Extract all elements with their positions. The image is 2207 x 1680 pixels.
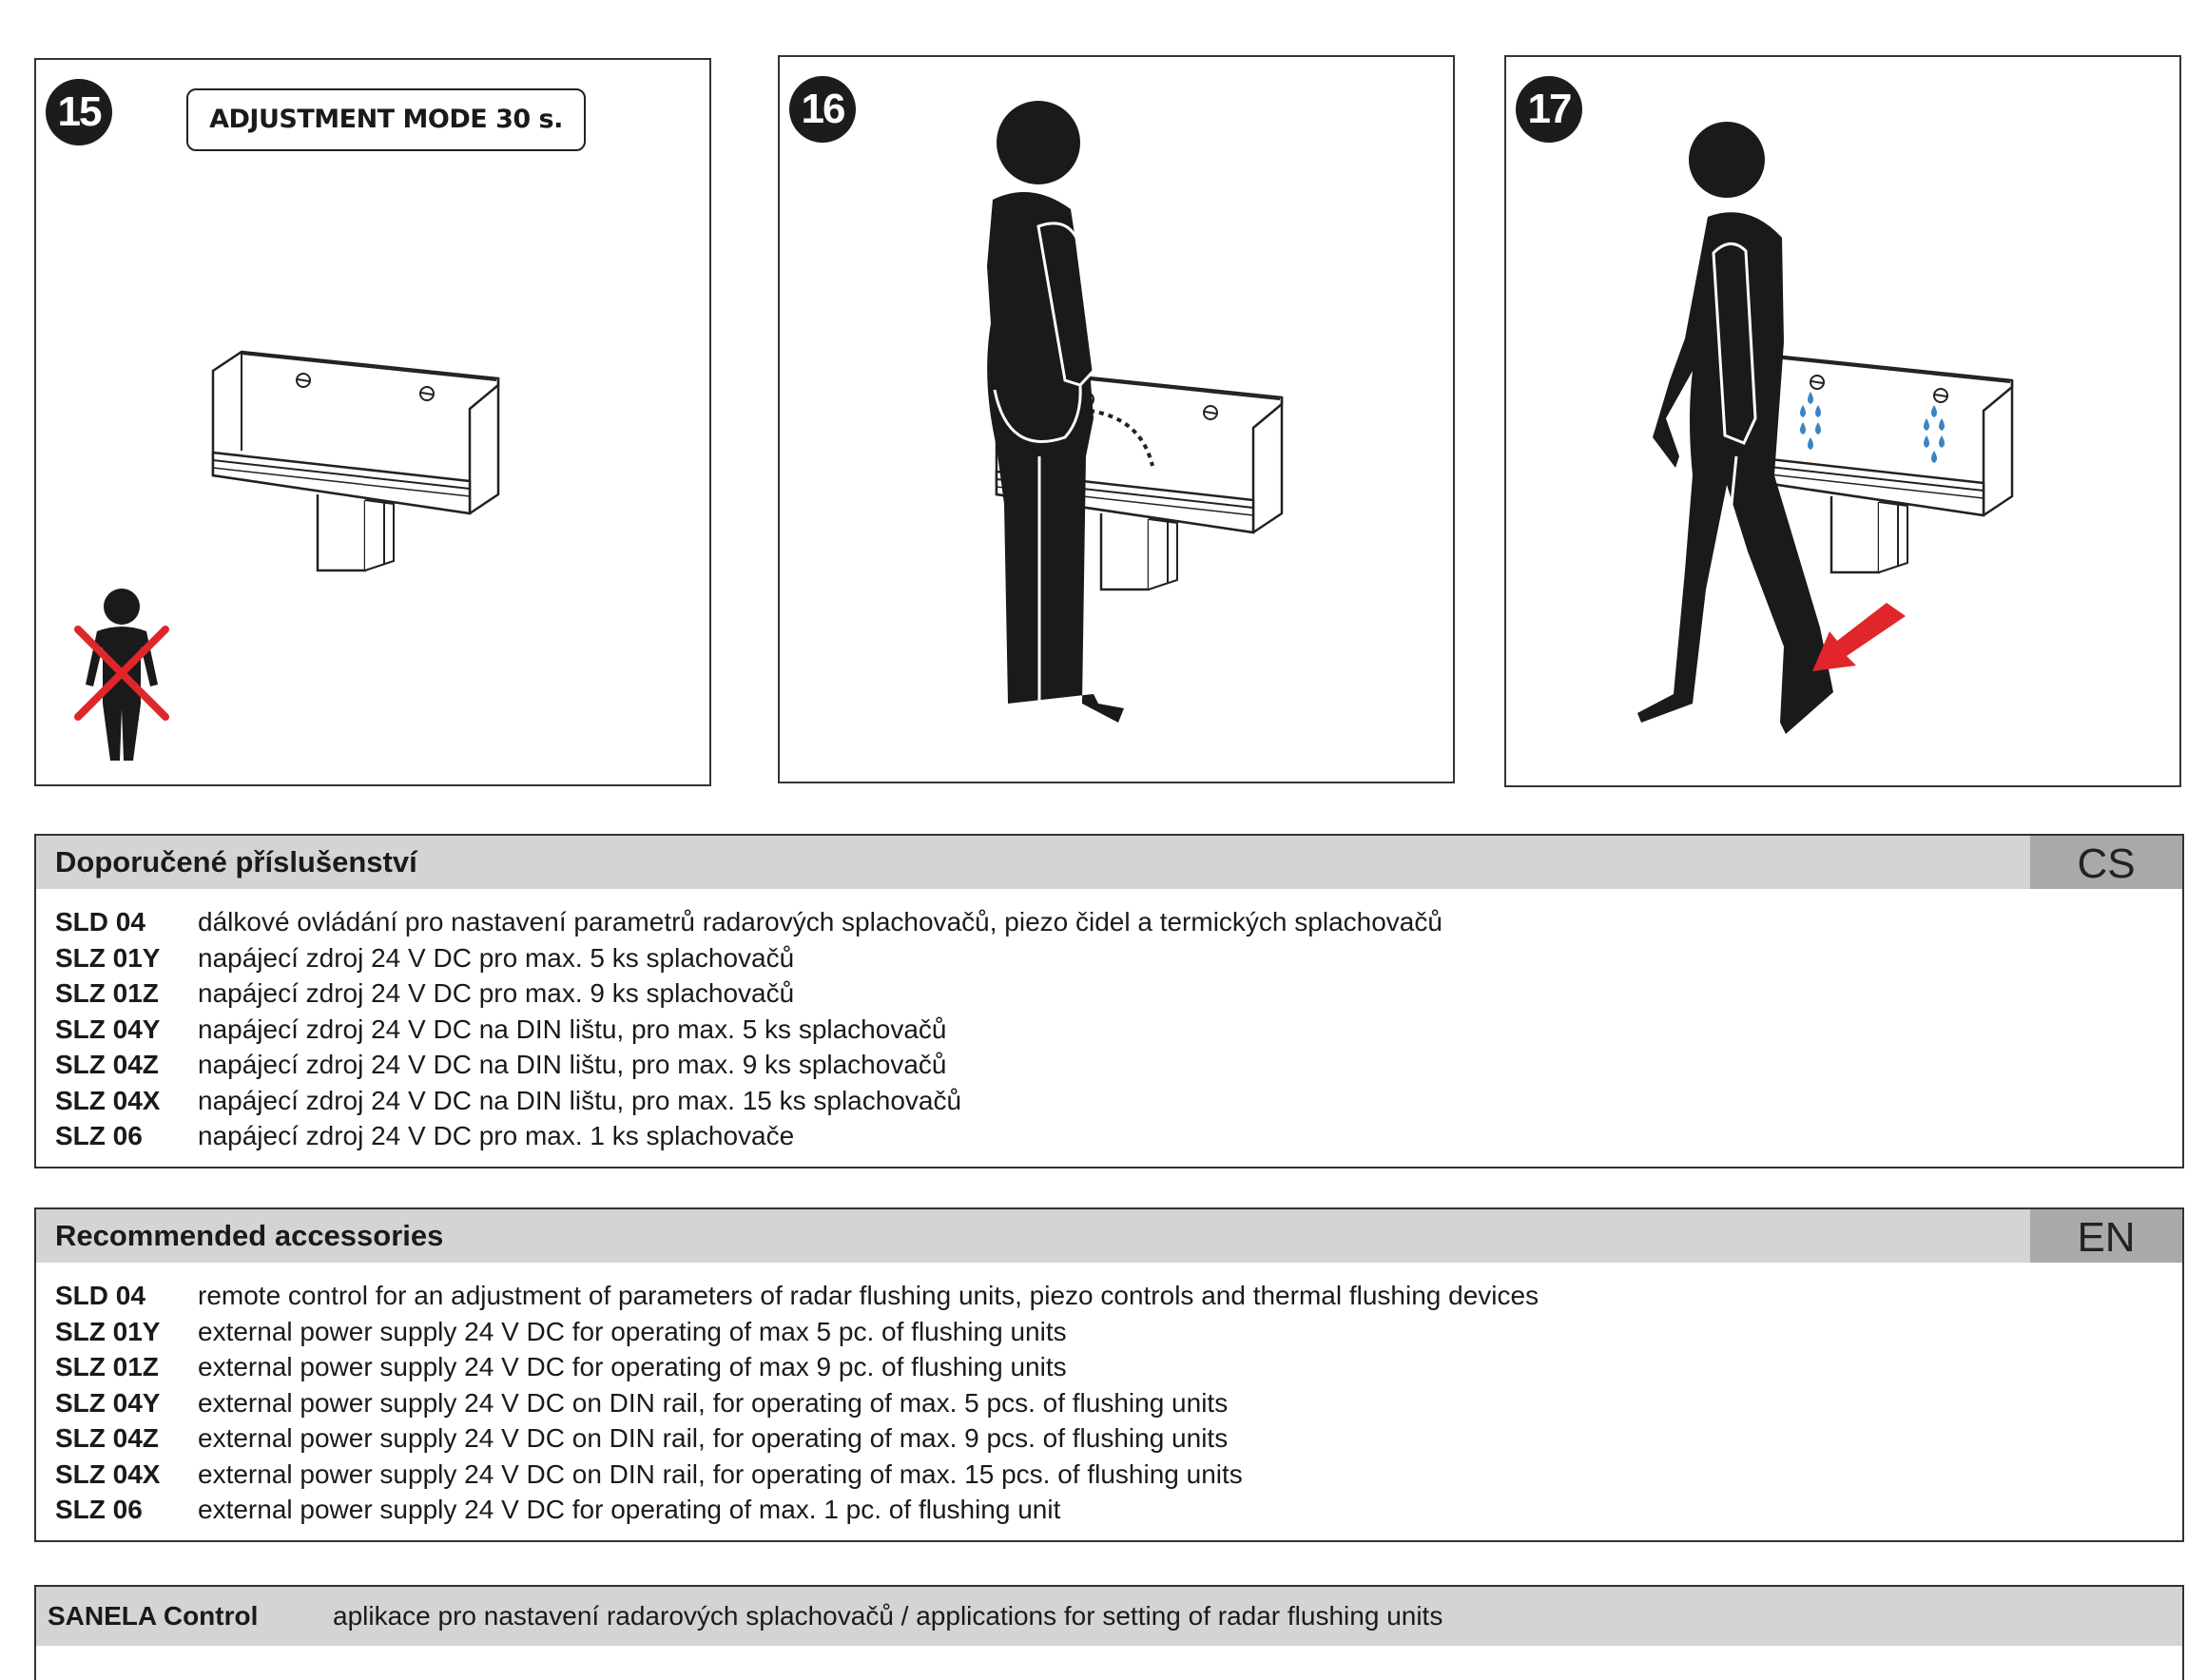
product-description: external power supply 24 V DC on DIN rai…	[198, 1387, 1229, 1418]
list-item: SLZ 06 external power supply 24 V DC for …	[55, 1492, 2182, 1528]
app-description: aplikace pro nastavení radarových splach…	[333, 1601, 1443, 1631]
sanela-control-header: SANELA Control aplikace pro nastavení ra…	[36, 1587, 2182, 1646]
list-item: SLZ 01Y external power supply 24 V DC for…	[55, 1314, 2182, 1350]
product-code: SLD 04	[55, 907, 145, 937]
list-item: SLD 04 dálkové ovládání pro nastavení par…	[55, 904, 2182, 940]
product-description: napájecí zdroj 24 V DC na DIN lištu, pro…	[198, 1085, 962, 1115]
step-panel-16: 16	[778, 55, 1455, 783]
app-name: SANELA Control	[48, 1601, 259, 1631]
language-tag: CS	[2030, 836, 2182, 889]
product-code: SLZ 01Z	[55, 978, 159, 1008]
product-description: dálkové ovládání pro nastavení parametrů…	[198, 907, 1442, 937]
product-code: SLZ 01Y	[55, 1316, 161, 1346]
product-description: napájecí zdroj 24 V DC pro max. 1 ks spl…	[198, 1121, 795, 1150]
product-description: napájecí zdroj 24 V DC na DIN lištu, pro…	[198, 1014, 947, 1044]
list-item: SLZ 04Z external power supply 24 V DC on …	[55, 1420, 2182, 1457]
adjustment-mode-label: ADJUSTMENT MODE 30 s.	[186, 88, 586, 151]
accessories-list: SLD 04 remote control for an adjustment o…	[36, 1263, 2182, 1528]
list-item: SLZ 04X napájecí zdroj 24 V DC na DIN liš…	[55, 1083, 2182, 1119]
accessories-list: SLD 04 dálkové ovládání pro nastavení par…	[36, 889, 2182, 1154]
step-panel-15: 15 ADJUSTMENT MODE 30 s.	[34, 58, 711, 786]
list-item: SLZ 04X external power supply 24 V DC on …	[55, 1457, 2182, 1493]
person-icon	[987, 101, 1124, 723]
step-number: 17	[1516, 76, 1582, 143]
list-item: SLZ 01Z external power supply 24 V DC for…	[55, 1349, 2182, 1385]
list-item: SLD 04 remote control for an adjustment o…	[55, 1278, 2182, 1314]
person-icon	[1637, 122, 1833, 734]
list-item: SLZ 04Z napájecí zdroj 24 V DC na DIN liš…	[55, 1047, 2182, 1083]
list-item: SLZ 04Y external power supply 24 V DC on …	[55, 1385, 2182, 1421]
step-number: 16	[789, 76, 856, 143]
product-code: SLZ 04X	[55, 1458, 161, 1489]
accessories-en: Recommended accessories EN SLD 04 remote …	[34, 1207, 2184, 1542]
list-item: SLZ 01Y napájecí zdroj 24 V DC pro max. 5…	[55, 940, 2182, 976]
product-code: SLZ 01Y	[55, 942, 161, 973]
product-code: SLZ 04Y	[55, 1387, 161, 1418]
product-description: remote control for an adjustment of para…	[198, 1281, 1539, 1310]
product-code: SLZ 06	[55, 1495, 143, 1524]
step-panel-17: 17	[1504, 55, 2181, 787]
list-item: SLZ 04Y napájecí zdroj 24 V DC na DIN liš…	[55, 1012, 2182, 1048]
product-code: SLZ 04Y	[55, 1014, 161, 1044]
product-code: SLZ 06	[55, 1121, 143, 1150]
product-description: napájecí zdroj 24 V DC pro max. 5 ks spl…	[198, 942, 795, 973]
step-number: 15	[46, 79, 112, 145]
accessories-cs: Doporučené příslušenství CS SLD 04 dálkov…	[34, 834, 2184, 1168]
product-code: SLD 04	[55, 1281, 145, 1310]
product-description: napájecí zdroj 24 V DC na DIN lištu, pro…	[198, 1050, 947, 1079]
accessories-header: Doporučené příslušenství CS	[36, 836, 2182, 889]
exit-arrow-icon	[1812, 603, 1906, 671]
product-description: external power supply 24 V DC for operat…	[198, 1352, 1067, 1381]
list-item: SLZ 01Z napájecí zdroj 24 V DC pro max. 9…	[55, 975, 2182, 1012]
product-description: external power supply 24 V DC on DIN rai…	[198, 1458, 1243, 1489]
product-code: SLZ 04X	[55, 1085, 161, 1115]
product-code: SLZ 01Z	[55, 1352, 159, 1381]
water-drops-icon	[1800, 392, 1945, 463]
crossed-person-icon	[74, 589, 169, 761]
sanela-control-section: SANELA Control aplikace pro nastavení ra…	[34, 1585, 2184, 1680]
urinal-icon	[74, 350, 500, 761]
accessories-header: Recommended accessories EN	[36, 1209, 2182, 1263]
list-item: SLZ 06 napájecí zdroj 24 V DC pro max. 1 …	[55, 1118, 2182, 1154]
product-code: SLZ 04Z	[55, 1050, 159, 1079]
product-description: napájecí zdroj 24 V DC pro max. 9 ks spl…	[198, 978, 795, 1008]
product-code: SLZ 04Z	[55, 1423, 159, 1453]
accessories-title: Doporučené příslušenství	[55, 845, 417, 879]
accessories-title: Recommended accessories	[55, 1219, 444, 1252]
product-description: external power supply 24 V DC on DIN rai…	[198, 1423, 1229, 1453]
language-tag: EN	[2030, 1209, 2182, 1263]
product-description: external power supply 24 V DC for operat…	[198, 1316, 1067, 1346]
product-description: external power supply 24 V DC for operat…	[198, 1495, 1061, 1524]
